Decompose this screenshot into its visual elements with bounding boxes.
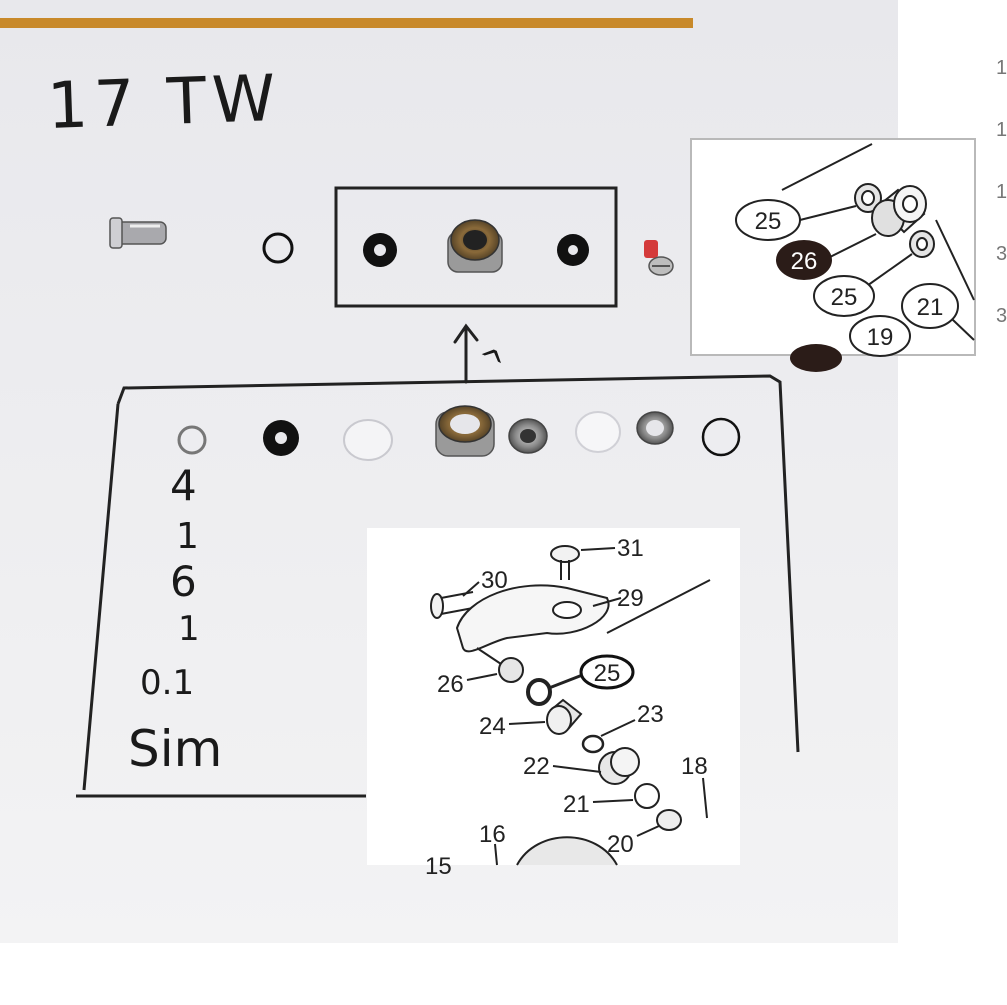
small-bearing bbox=[508, 418, 548, 454]
clear-spacer bbox=[343, 419, 393, 461]
diagram-inset-bottom: 31 30 29 26 24 23 22 21 20 18 16 15 25 bbox=[367, 528, 740, 880]
note-line: 6 bbox=[170, 557, 197, 606]
svg-text:26: 26 bbox=[791, 248, 818, 275]
label-21: 21 bbox=[563, 791, 590, 818]
label-29: 29 bbox=[617, 585, 644, 612]
steel-collar bbox=[636, 411, 674, 445]
screw-part bbox=[644, 240, 674, 276]
label-16: 16 bbox=[479, 821, 506, 848]
cropped-callout bbox=[790, 344, 842, 372]
pin-part bbox=[109, 217, 167, 249]
bottom-marker-box bbox=[76, 374, 800, 798]
note-line: Sim bbox=[128, 720, 222, 778]
tape-strip bbox=[0, 18, 693, 28]
up-arrow bbox=[453, 323, 479, 384]
handwritten-notes: 4 1 6 1 0.1 Sim bbox=[128, 461, 222, 778]
gray-o-ring bbox=[177, 425, 207, 455]
svg-text:19: 19 bbox=[867, 324, 894, 351]
bronze-bushing bbox=[435, 405, 495, 457]
black-washer-bottom bbox=[263, 420, 299, 456]
bearing-assembly bbox=[447, 219, 503, 273]
note-line: 1 bbox=[176, 516, 199, 557]
large-o-ring bbox=[701, 417, 741, 457]
note-line: 4 bbox=[170, 461, 197, 510]
black-washer-right bbox=[557, 234, 589, 266]
small-o-ring bbox=[262, 232, 294, 264]
svg-text:21: 21 bbox=[917, 294, 944, 321]
callout-25-b: 25 bbox=[813, 275, 875, 317]
note-line: 1 bbox=[178, 609, 200, 649]
svg-text:25: 25 bbox=[594, 660, 621, 687]
handwritten-title: 17 TW bbox=[46, 62, 283, 144]
diagram-inset-top: 25 26 25 21 19 bbox=[690, 138, 976, 372]
black-washer-left bbox=[363, 233, 397, 267]
label-30: 30 bbox=[481, 567, 508, 594]
svg-text:25: 25 bbox=[831, 284, 858, 311]
callout-26: 26 bbox=[776, 240, 832, 280]
highlighted-callout-25: 25 bbox=[579, 654, 635, 690]
callout-19: 19 bbox=[849, 315, 911, 357]
label-26: 26 bbox=[437, 671, 464, 698]
top-marker-box bbox=[334, 186, 618, 308]
label-15: 15 bbox=[425, 853, 452, 880]
callout-21: 21 bbox=[901, 283, 959, 329]
callout-25-a: 25 bbox=[735, 199, 801, 241]
callout-labels: 31 30 29 26 24 23 22 21 20 18 16 15 bbox=[425, 535, 708, 880]
label-31: 31 bbox=[617, 535, 644, 562]
label-24: 24 bbox=[479, 713, 506, 740]
label-22: 22 bbox=[523, 753, 550, 780]
clear-sleeve bbox=[575, 411, 621, 453]
label-18: 18 bbox=[681, 753, 708, 780]
label-20: 20 bbox=[607, 831, 634, 858]
note-line: 0.1 bbox=[140, 663, 194, 703]
label-23: 23 bbox=[637, 701, 664, 728]
svg-text:25: 25 bbox=[755, 208, 782, 235]
